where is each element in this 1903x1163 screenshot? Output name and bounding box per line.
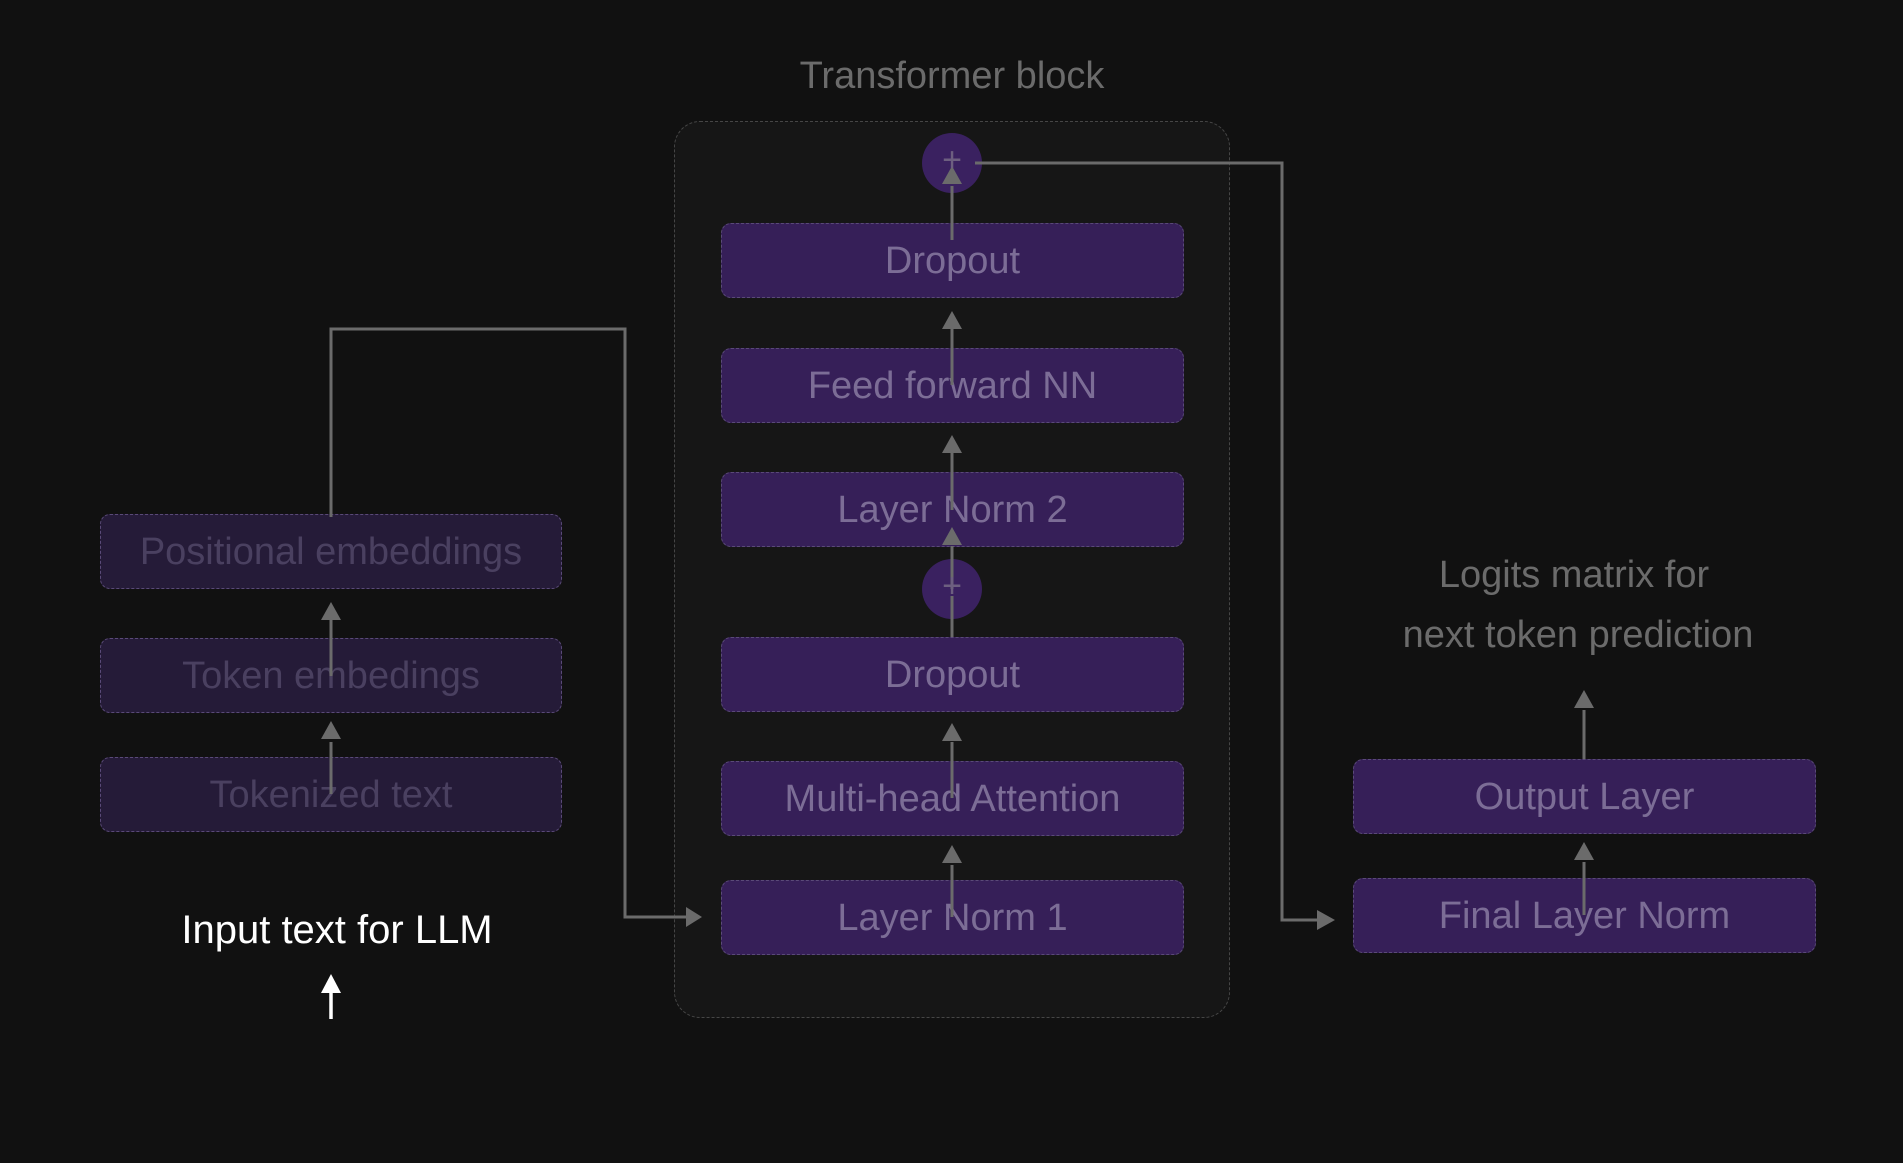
arrowhead (686, 907, 702, 927)
arrowhead (942, 435, 962, 453)
arrowhead (942, 527, 962, 545)
positional-embeddings-label: Positional embeddings (139, 530, 523, 573)
logits-label-line-2: next token prediction (1402, 614, 1754, 656)
arrowhead (1574, 690, 1594, 708)
output-layer-box: Output Layer (1353, 759, 1816, 834)
input-text-label: Input text for LLM (181, 908, 493, 952)
logits-label-line-1: Logits matrix for (1438, 554, 1710, 596)
residual-add-2-label: + (942, 141, 962, 179)
arrowhead (942, 166, 962, 184)
arrowhead (1317, 910, 1335, 930)
arrowhead (942, 723, 962, 741)
dropout-2-label: Dropout (884, 239, 1021, 282)
arrowhead (942, 311, 962, 329)
transformer-to-output-connector (975, 161, 1318, 922)
positional-embeddings-box: Positional embeddings (100, 514, 562, 589)
arrowhead (321, 602, 341, 620)
arrowhead (942, 845, 962, 863)
final-layer-norm-box: Final Layer Norm (1353, 878, 1816, 953)
transformer-block-title: Transformer block (799, 55, 1105, 97)
embeddings-to-transformer-connector (329, 327, 688, 919)
residual-add-1-label: + (942, 567, 962, 605)
dropout-1-label: Dropout (884, 653, 1021, 696)
arrowhead (321, 721, 341, 739)
dropout-1-box: Dropout (721, 637, 1184, 712)
arrowhead (1574, 842, 1594, 860)
input-arrow (321, 974, 341, 1019)
output-layer-label: Output Layer (1474, 775, 1695, 818)
